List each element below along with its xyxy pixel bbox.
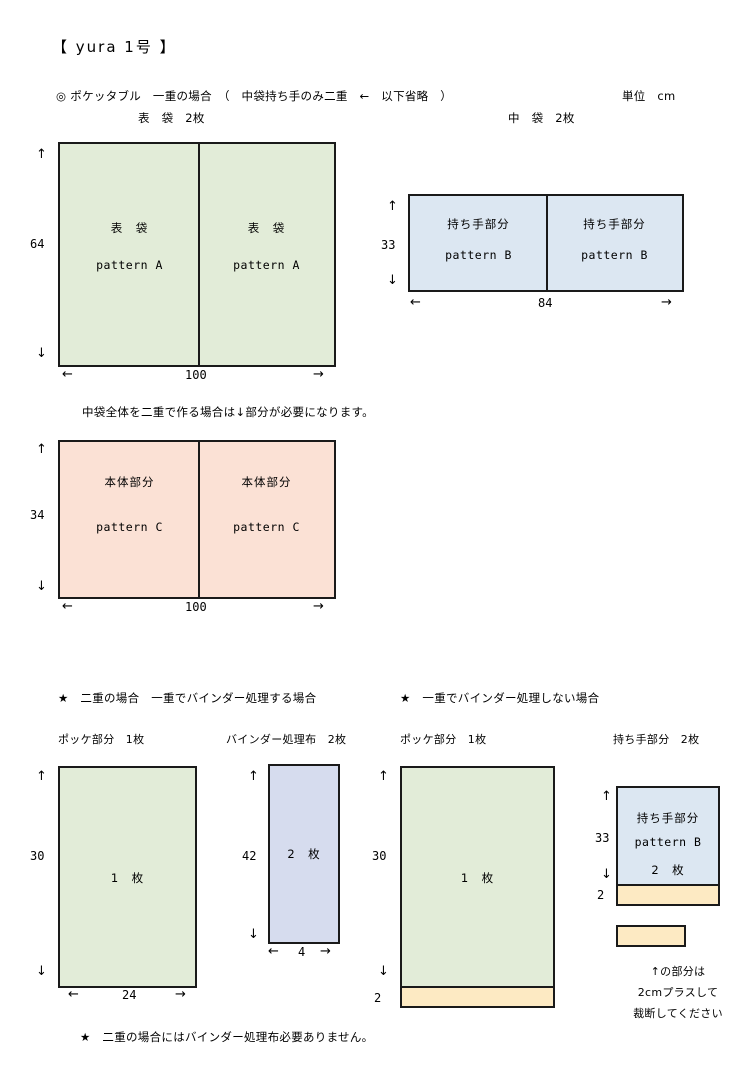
binder-left-arrow: ← xyxy=(268,944,279,959)
label-naka-bukuro: 中 袋 2枚 xyxy=(508,111,575,125)
binder-height-label: 42 xyxy=(242,849,257,863)
handle-top-center-divider xyxy=(546,196,548,290)
handle-bottom-up-arrow: ↑ xyxy=(601,789,612,804)
handle-bottom-rect: 持ち手部分 pattern B 2 枚 xyxy=(616,786,720,886)
pocket-a-right-arrow: → xyxy=(175,987,186,1002)
pocket-b-seam-label: 2 xyxy=(374,991,382,1005)
pocket-b-up-arrow: ↑ xyxy=(378,769,389,784)
binder-right-arrow: → xyxy=(320,944,331,959)
pocket-a-up-arrow: ↑ xyxy=(36,769,47,784)
handle-bottom-seam-label: 2 xyxy=(597,888,605,902)
omote-right-pattern: pattern A xyxy=(233,258,300,272)
binder-down-arrow: ↓ xyxy=(248,927,259,942)
section-header-right: ★ 一重でバインダー処理しない場合 xyxy=(400,691,600,705)
seam-note-line-1: ↑の部分は xyxy=(650,965,706,978)
handle-top-left-name: 持ち手部分 xyxy=(447,217,510,231)
footnote: ★ 二重の場合にはバインダー処理布必要ありません。 xyxy=(80,1030,374,1044)
handle-extra-seam-strip xyxy=(616,925,686,947)
seam-note-line-2: 2cmプラスして xyxy=(637,986,719,999)
handle-bottom-count: 2 枚 xyxy=(651,863,685,877)
label-omote-bukuro: 表 袋 2枚 xyxy=(138,111,205,125)
hontai-right-arrow: → xyxy=(313,599,324,614)
handle-top-right-pattern: pattern B xyxy=(581,248,648,262)
page-title: 【 yura 1号 】 xyxy=(52,38,177,56)
omote-bukuro-rect: 表 袋 pattern A 表 袋 pattern A xyxy=(58,142,336,367)
hontai-right-name: 本体部分 xyxy=(241,475,292,489)
binder-label: バインダー処理布 2枚 xyxy=(226,733,347,746)
handle-bottom-seam-strip xyxy=(616,884,720,906)
omote-height-label: 64 xyxy=(30,237,45,251)
pocket-a-down-arrow: ↓ xyxy=(36,964,47,979)
handle-top-right-arrow: → xyxy=(661,295,672,310)
pocket-b-down-arrow: ↓ xyxy=(378,964,389,979)
omote-width-label: 100 xyxy=(185,368,207,382)
handle-top-left-arrow: ← xyxy=(410,295,421,310)
pocket-a-rect: 1 枚 xyxy=(58,766,197,988)
hontai-width-label: 100 xyxy=(185,600,207,614)
handle-top-height-label: 33 xyxy=(381,238,396,252)
handle-bottom-height-label: 33 xyxy=(595,831,610,845)
hontai-rect: 本体部分 pattern C 本体部分 pattern C xyxy=(58,440,336,599)
section-header-left: ★ 二重の場合 一重でバインダー処理する場合 xyxy=(58,691,317,705)
handle-top-width-label: 84 xyxy=(538,296,553,310)
hontai-left-arrow: ← xyxy=(62,599,73,614)
handle-top-down-arrow: ↓ xyxy=(387,273,398,288)
hontai-height-label: 34 xyxy=(30,508,45,522)
handle-bottom-pattern: pattern B xyxy=(634,835,702,849)
hontai-up-arrow: ↑ xyxy=(36,442,47,457)
seam-note-line-3: 裁断してください xyxy=(633,1007,723,1020)
omote-down-arrow: ↓ xyxy=(36,346,47,361)
binder-count: 2 枚 xyxy=(287,847,321,861)
handle-bottom-name: 持ち手部分 xyxy=(636,811,700,825)
hontai-center-divider xyxy=(198,442,200,597)
unit-label: 単位 cm xyxy=(622,89,676,103)
handle-top-right-name: 持ち手部分 xyxy=(583,217,646,231)
omote-right-name: 表 袋 xyxy=(247,221,286,235)
handle-top-left-pattern: pattern B xyxy=(445,248,512,262)
pocket-b-seam-strip xyxy=(400,986,555,1008)
header-description: ◎ ポケッタブル 一重の場合 （ 中袋持ち手のみ二重 ← 以下省略 ） xyxy=(56,89,453,103)
pocket-a-height-label: 30 xyxy=(30,849,45,863)
hontai-left-pattern: pattern C xyxy=(96,520,163,534)
pocket-a-left-arrow: ← xyxy=(68,987,79,1002)
pocket-b-height-label: 30 xyxy=(372,849,387,863)
handle-label-bottom: 持ち手部分 2枚 xyxy=(613,733,700,746)
pocket-label-right: ポッケ部分 1枚 xyxy=(400,733,487,746)
handle-bottom-down-arrow: ↓ xyxy=(601,867,612,882)
omote-left-name: 表 袋 xyxy=(110,221,149,235)
double-lining-note: 中袋全体を二重で作る場合は↓部分が必要になります。 xyxy=(82,405,374,419)
handle-top-up-arrow: ↑ xyxy=(387,199,398,214)
omote-center-divider xyxy=(198,144,200,365)
binder-up-arrow: ↑ xyxy=(248,769,259,784)
omote-right-arrow: → xyxy=(313,367,324,382)
hontai-right-pattern: pattern C xyxy=(233,520,300,534)
pocket-b-rect: 1 枚 xyxy=(400,766,555,988)
binder-width-label: 4 xyxy=(298,945,306,959)
pocket-b-count: 1 枚 xyxy=(460,871,495,885)
omote-left-arrow: ← xyxy=(62,367,73,382)
pocket-a-width-label: 24 xyxy=(122,988,137,1002)
pocket-a-count: 1 枚 xyxy=(110,871,145,885)
omote-left-pattern: pattern A xyxy=(96,258,163,272)
binder-rect: 2 枚 xyxy=(268,764,340,944)
pocket-label-left: ポッケ部分 1枚 xyxy=(58,733,145,746)
hontai-down-arrow: ↓ xyxy=(36,579,47,594)
hontai-left-name: 本体部分 xyxy=(104,475,155,489)
handle-top-rect: 持ち手部分 pattern B 持ち手部分 pattern B xyxy=(408,194,684,292)
omote-up-arrow: ↑ xyxy=(36,147,47,162)
